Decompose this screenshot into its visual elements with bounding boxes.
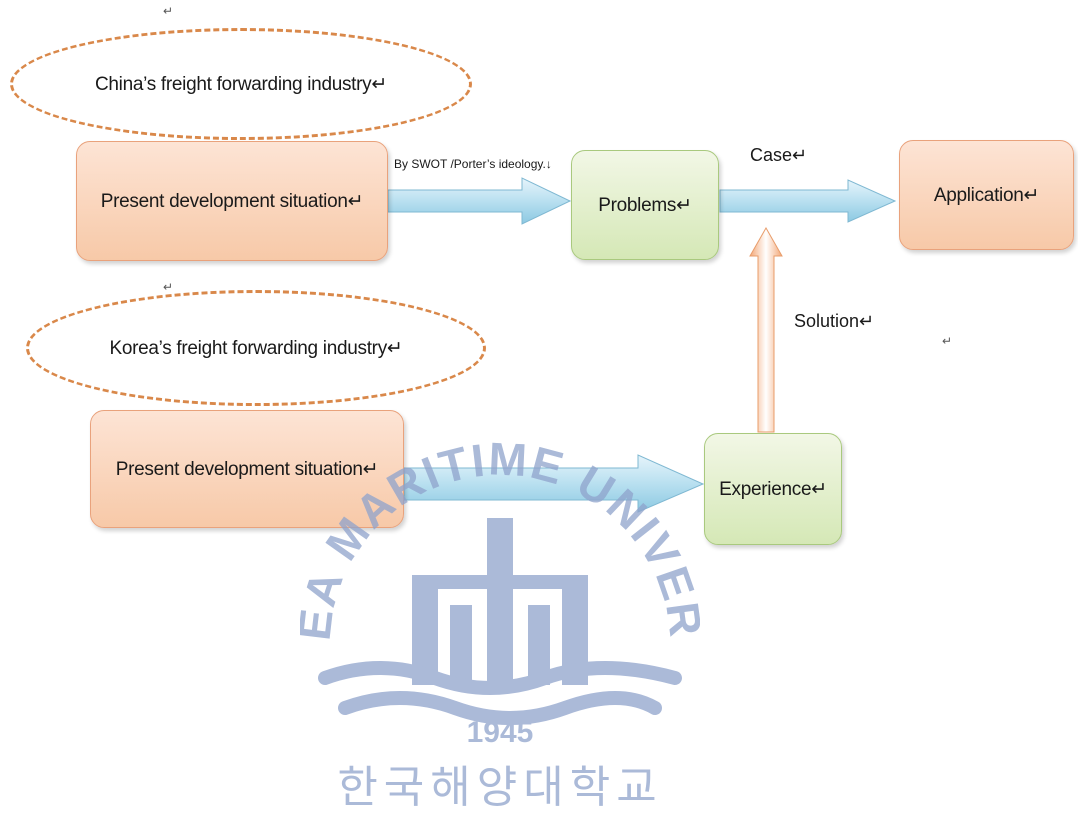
swot-porter-label: By SWOT /Porter’s ideology.↓ [394, 157, 552, 171]
experience-label: Experience↵ [719, 478, 827, 500]
application-label: Application↵ [933, 184, 1040, 206]
arrow-problems-to-application [719, 179, 897, 223]
china-present-situation-label: Present development situation↵ [100, 190, 364, 212]
arrow-situation-to-problems [387, 177, 572, 225]
university-seal-watermark: KOREA MARITIME UNIVERSITY 1945 한국해양대학교 [300, 430, 700, 813]
china-present-situation-box: Present development situation↵ [76, 141, 388, 261]
korea-present-situation-box: Present development situation↵ [90, 410, 404, 528]
case-label: Case↵ [750, 145, 808, 165]
seal-waves-icon [318, 661, 682, 725]
seal-korean-text: 한국해양대학교 [337, 762, 662, 813]
korea-present-situation-label: Present development situation↵ [115, 458, 379, 480]
seal-emblem-icon [412, 518, 588, 685]
problems-label: Problems↵ [598, 194, 692, 216]
paragraph-mark-top: ↵ [163, 4, 174, 18]
seal-year: 1945 [467, 716, 534, 749]
application-box: Application↵ [899, 140, 1074, 250]
experience-box: Experience↵ [704, 433, 842, 545]
arrow-experience-up [749, 226, 783, 433]
china-industry-ellipse: China’s freight forwarding industry↵ [10, 28, 472, 140]
paragraph-mark-middle: ↵ [163, 280, 174, 294]
paragraph-mark-right: ↵ [942, 334, 953, 348]
arrow-situation-to-experience [403, 454, 705, 513]
china-industry-label: China’s freight forwarding industry↵ [94, 73, 388, 95]
problems-box: Problems↵ [571, 150, 719, 260]
korea-industry-ellipse: Korea’s freight forwarding industry↵ [26, 290, 486, 406]
solution-label: Solution↵ [794, 311, 875, 331]
korea-industry-label: Korea’s freight forwarding industry↵ [109, 337, 403, 359]
